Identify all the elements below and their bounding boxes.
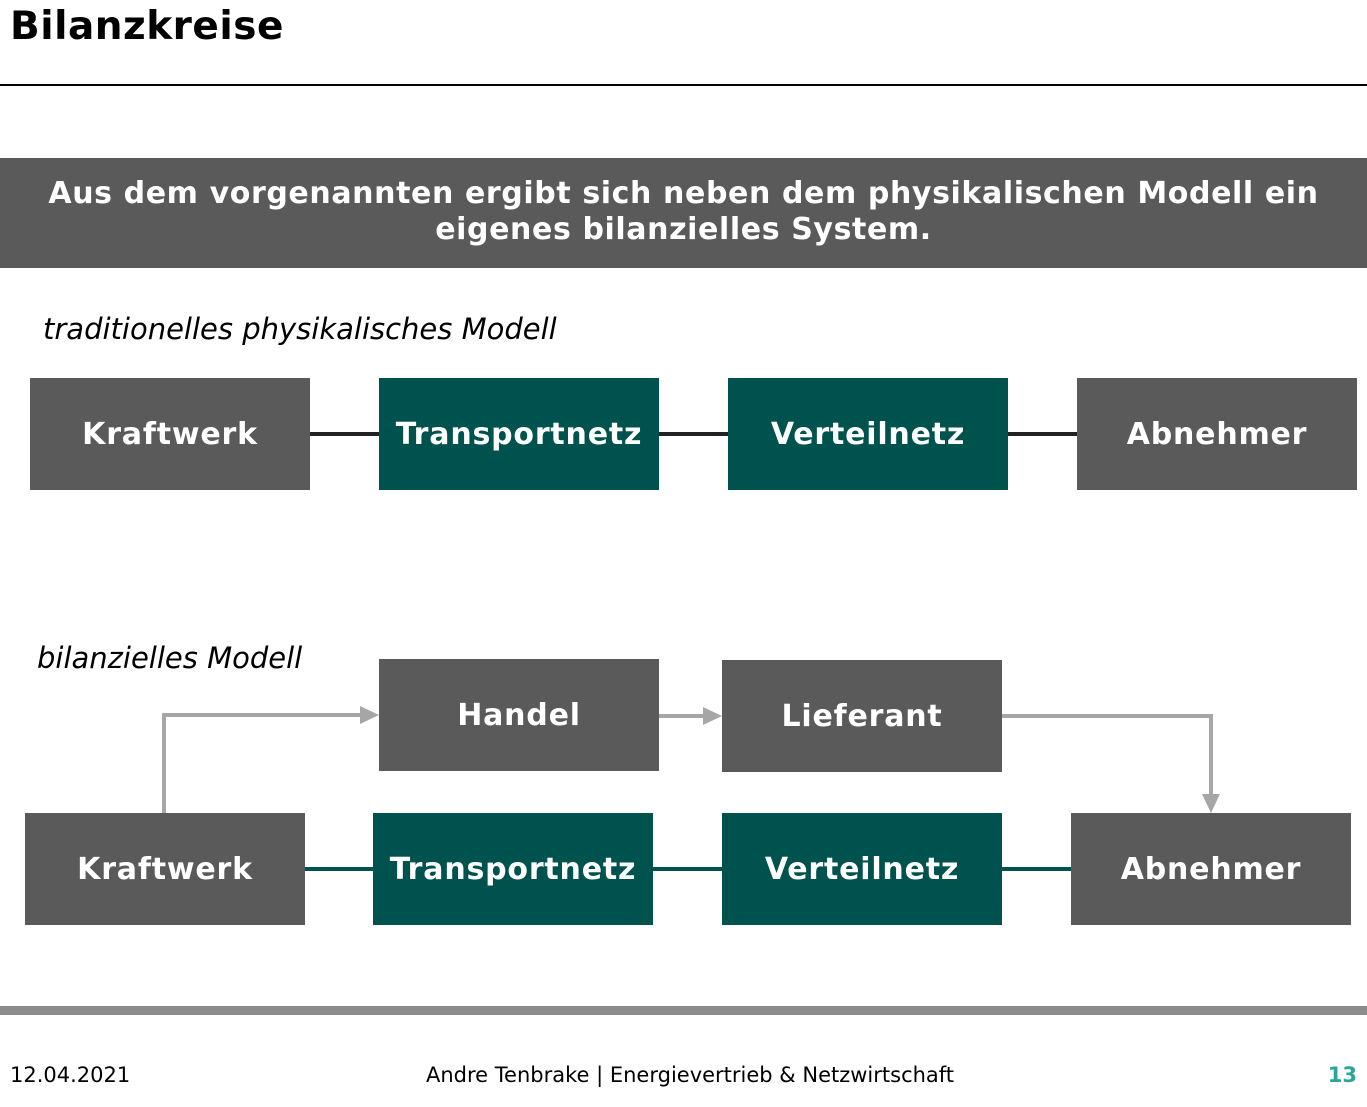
physical-model-label: traditionelles physikalisches Modell <box>43 312 557 346</box>
balance-node-handel-label: Handel <box>457 697 581 733</box>
balance-link-kraftwerk-transportnetz <box>305 867 373 871</box>
title-divider <box>0 84 1367 86</box>
page-number: 13 <box>1327 1063 1357 1087</box>
balance-link-verteilnetz-abnehmer <box>1002 867 1071 871</box>
balance-node-kraftwerk-label: Kraftwerk <box>77 851 253 887</box>
balance-node-verteilnetz-label: Verteilnetz <box>764 851 960 887</box>
physical-link-verteilnetz-abnehmer <box>1008 432 1077 436</box>
physical-node-verteilnetz-label: Verteilnetz <box>770 416 966 452</box>
footer-date: 12.04.2021 <box>10 1063 131 1087</box>
physical-node-abnehmer-label: Abnehmer <box>1126 416 1308 452</box>
balance-link-transportnetz-verteilnetz <box>653 867 722 871</box>
physical-link-kraftwerk-transportnetz <box>310 432 379 436</box>
balance-node-verteilnetz: Verteilnetz <box>722 813 1002 925</box>
balance-node-transportnetz-label: Transportnetz <box>389 851 637 887</box>
physical-node-verteilnetz: Verteilnetz <box>728 378 1008 490</box>
balance-node-transportnetz: Transportnetz <box>373 813 653 925</box>
balance-model-label: bilanzielles Modell <box>37 641 303 675</box>
physical-node-transportnetz-label: Transportnetz <box>395 416 643 452</box>
balance-node-kraftwerk: Kraftwerk <box>25 813 305 925</box>
balance-node-lieferant: Lieferant <box>722 660 1002 772</box>
physical-node-kraftwerk: Kraftwerk <box>30 378 310 490</box>
balance-node-handel: Handel <box>379 659 659 771</box>
balance-node-abnehmer-label: Abnehmer <box>1120 851 1302 887</box>
physical-node-kraftwerk-label: Kraftwerk <box>82 416 258 452</box>
summary-banner: Aus dem vorgenannten ergibt sich neben d… <box>0 158 1367 268</box>
flow-handel-to-lieferant-arrowhead <box>703 707 722 725</box>
balance-node-lieferant-label: Lieferant <box>781 698 943 734</box>
physical-node-abnehmer: Abnehmer <box>1077 378 1357 490</box>
flow-lieferant-to-abnehmer <box>1002 714 1213 796</box>
footer-divider <box>0 1006 1367 1015</box>
flow-kraftwerk-to-handel-arrowhead <box>360 706 379 724</box>
page-title: Bilanzkreise <box>10 4 284 49</box>
flow-kraftwerk-to-handel <box>162 713 362 813</box>
flow-lieferant-to-abnehmer-arrowhead <box>1202 794 1220 813</box>
physical-node-transportnetz: Transportnetz <box>379 378 659 490</box>
balance-node-abnehmer: Abnehmer <box>1071 813 1351 925</box>
physical-link-transportnetz-verteilnetz <box>659 432 728 436</box>
footer-author: Andre Tenbrake | Energievertrieb & Netzw… <box>426 1063 955 1087</box>
